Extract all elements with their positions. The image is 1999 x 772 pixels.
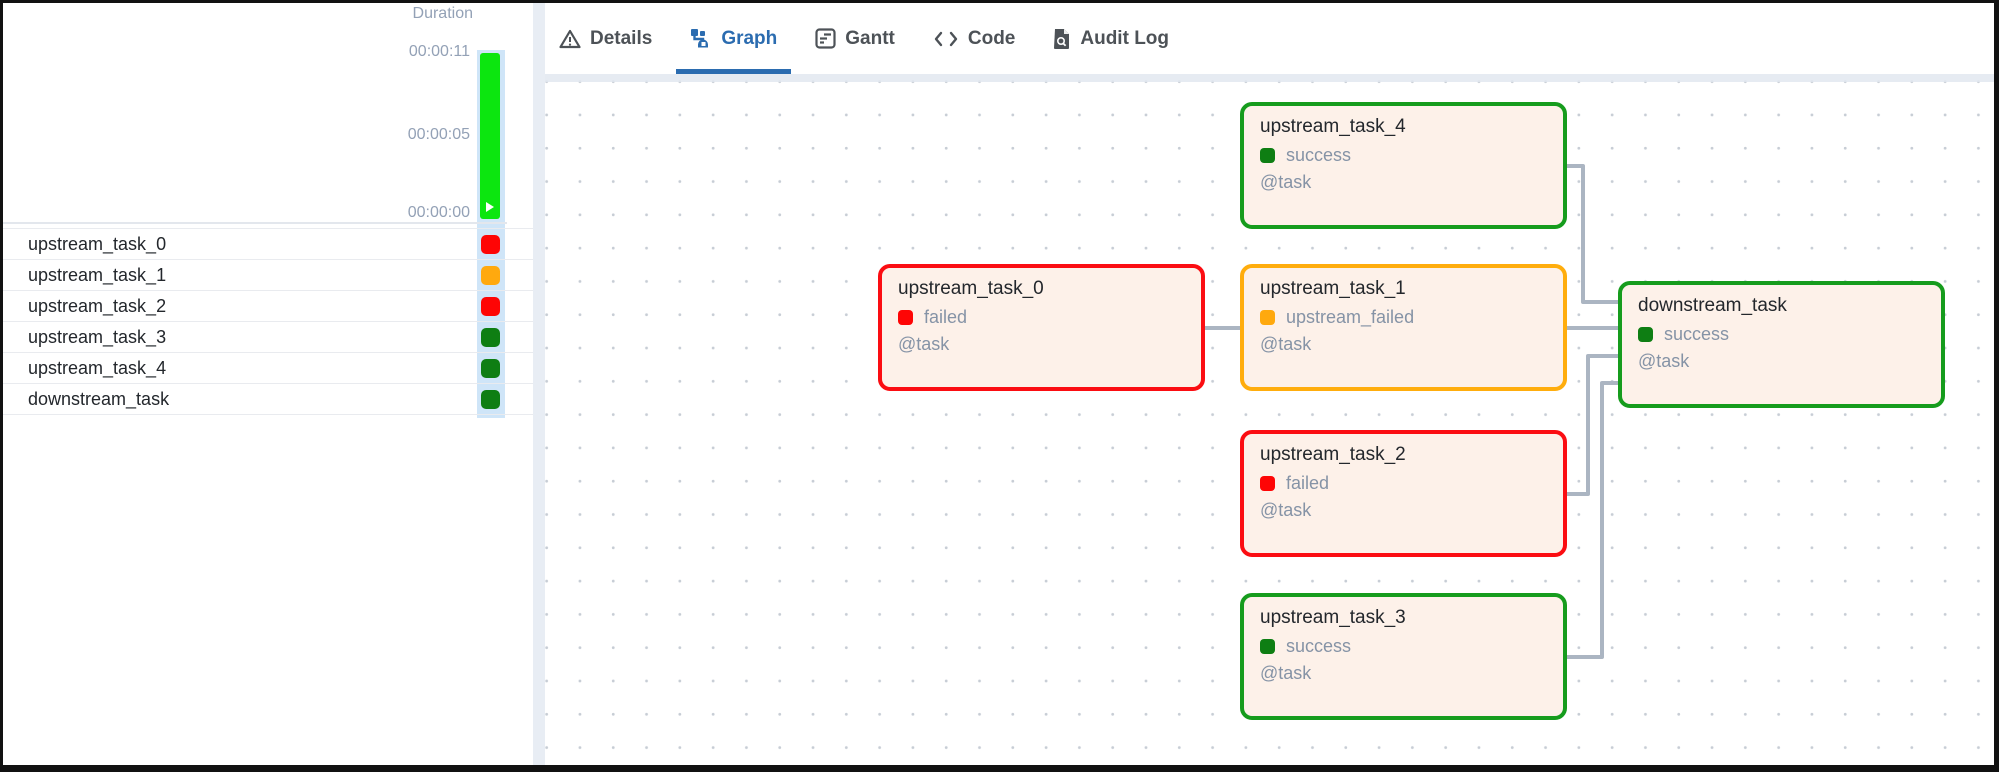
window-border-bottom [0,765,1999,772]
tab-code[interactable]: Code [919,3,1030,74]
task-instance-status-square[interactable] [481,328,500,347]
graph-nodes-icon [691,29,709,48]
panel-divider[interactable] [533,3,545,765]
node-title: upstream_task_2 [1260,444,1406,465]
main-panel: Details Graph Gantt [545,3,1994,765]
tab-audit-log[interactable]: Audit Log [1039,3,1183,74]
node-decorator-label: @task [1260,334,1312,354]
duration-axis-line [3,222,507,224]
task-name-label: upstream_task_2 [28,296,167,316]
task-instance-status-square[interactable] [481,390,500,409]
node-title: downstream_task [1638,295,1787,316]
task-name-label: upstream_task_0 [28,234,167,254]
tab-gantt[interactable]: Gantt [801,3,909,74]
tab-label: Gantt [845,27,895,49]
tab-label: Code [967,27,1016,49]
task-grid-sidebar: Duration 00:00:11 00:00:05 00:00:00 upstre… [3,3,533,765]
node-status-square [1638,327,1653,342]
duration-axis-tick: 00:00:00 [407,204,470,221]
running-play-icon [486,202,494,212]
task-list-item[interactable]: downstream_task [3,384,533,415]
task-instance-status-square[interactable] [481,297,500,316]
code-brackets-icon [934,31,958,46]
tab-details[interactable]: Details [545,3,666,74]
task-name-label: upstream_task_4 [28,358,167,378]
gantt-chart-icon [815,28,836,49]
node-title: upstream_task_1 [1260,278,1406,299]
task-name-label: downstream_task [28,389,170,409]
tab-graph[interactable]: Graph [676,3,792,74]
task-list-item[interactable]: upstream_task_2 [3,291,533,322]
node-decorator-label: @task [1260,663,1312,683]
node-status-square [1260,148,1275,163]
node-title: upstream_task_4 [1260,116,1406,137]
window-border-top [0,0,1999,3]
node-decorator-label: @task [898,334,950,354]
node-status-label: success [1286,145,1352,165]
node-title: upstream_task_3 [1260,607,1406,628]
node-status-label: success [1664,324,1730,344]
node-decorator-label: @task [1260,500,1312,520]
graph-node-upstream_task_1[interactable]: upstream_task_1 upstream_failed @task [1240,264,1567,391]
task-list-item[interactable]: upstream_task_4 [3,353,533,384]
duration-axis-tick: 00:00:11 [408,43,470,60]
node-status-label: failed [1286,473,1330,493]
task-list-item[interactable]: upstream_task_0 [3,229,533,260]
task-instance-status-square[interactable] [481,235,500,254]
duration-axis-tick: 00:00:05 [407,126,470,143]
task-name-label: upstream_task_3 [28,327,167,347]
task-list: upstream_task_0 upstream_task_1 upstream_t… [3,228,533,415]
duration-column-header: Duration [412,5,473,22]
dag-run-duration-bar[interactable] [480,53,500,219]
audit-log-icon [1054,28,1070,49]
node-status-label: upstream_failed [1286,307,1415,327]
node-title: upstream_task_0 [898,278,1044,299]
tab-bar: Details Graph Gantt [545,3,1994,74]
tab-label: Audit Log [1080,27,1170,49]
node-status-square [1260,639,1275,654]
node-decorator-label: @task [1638,351,1690,371]
tab-label: Graph [721,27,778,49]
tab-label: Details [590,27,653,49]
node-status-label: success [1286,636,1352,656]
node-status-square [1260,310,1275,325]
graph-canvas[interactable] [545,74,1994,765]
task-instance-status-square[interactable] [481,266,500,285]
task-name-label: upstream_task_1 [28,265,167,285]
canvas-top-strip [545,74,1994,82]
warning-triangle-icon [559,29,581,48]
window-border-right [1994,0,1999,772]
task-list-item[interactable]: upstream_task_3 [3,322,533,353]
node-decorator-label: @task [1260,172,1312,192]
task-instance-status-square[interactable] [481,359,500,378]
node-status-label: failed [924,307,968,327]
task-list-item[interactable]: upstream_task_1 [3,260,533,291]
window-border-left [0,0,3,772]
node-status-square [898,310,913,325]
node-status-square [1260,476,1275,491]
